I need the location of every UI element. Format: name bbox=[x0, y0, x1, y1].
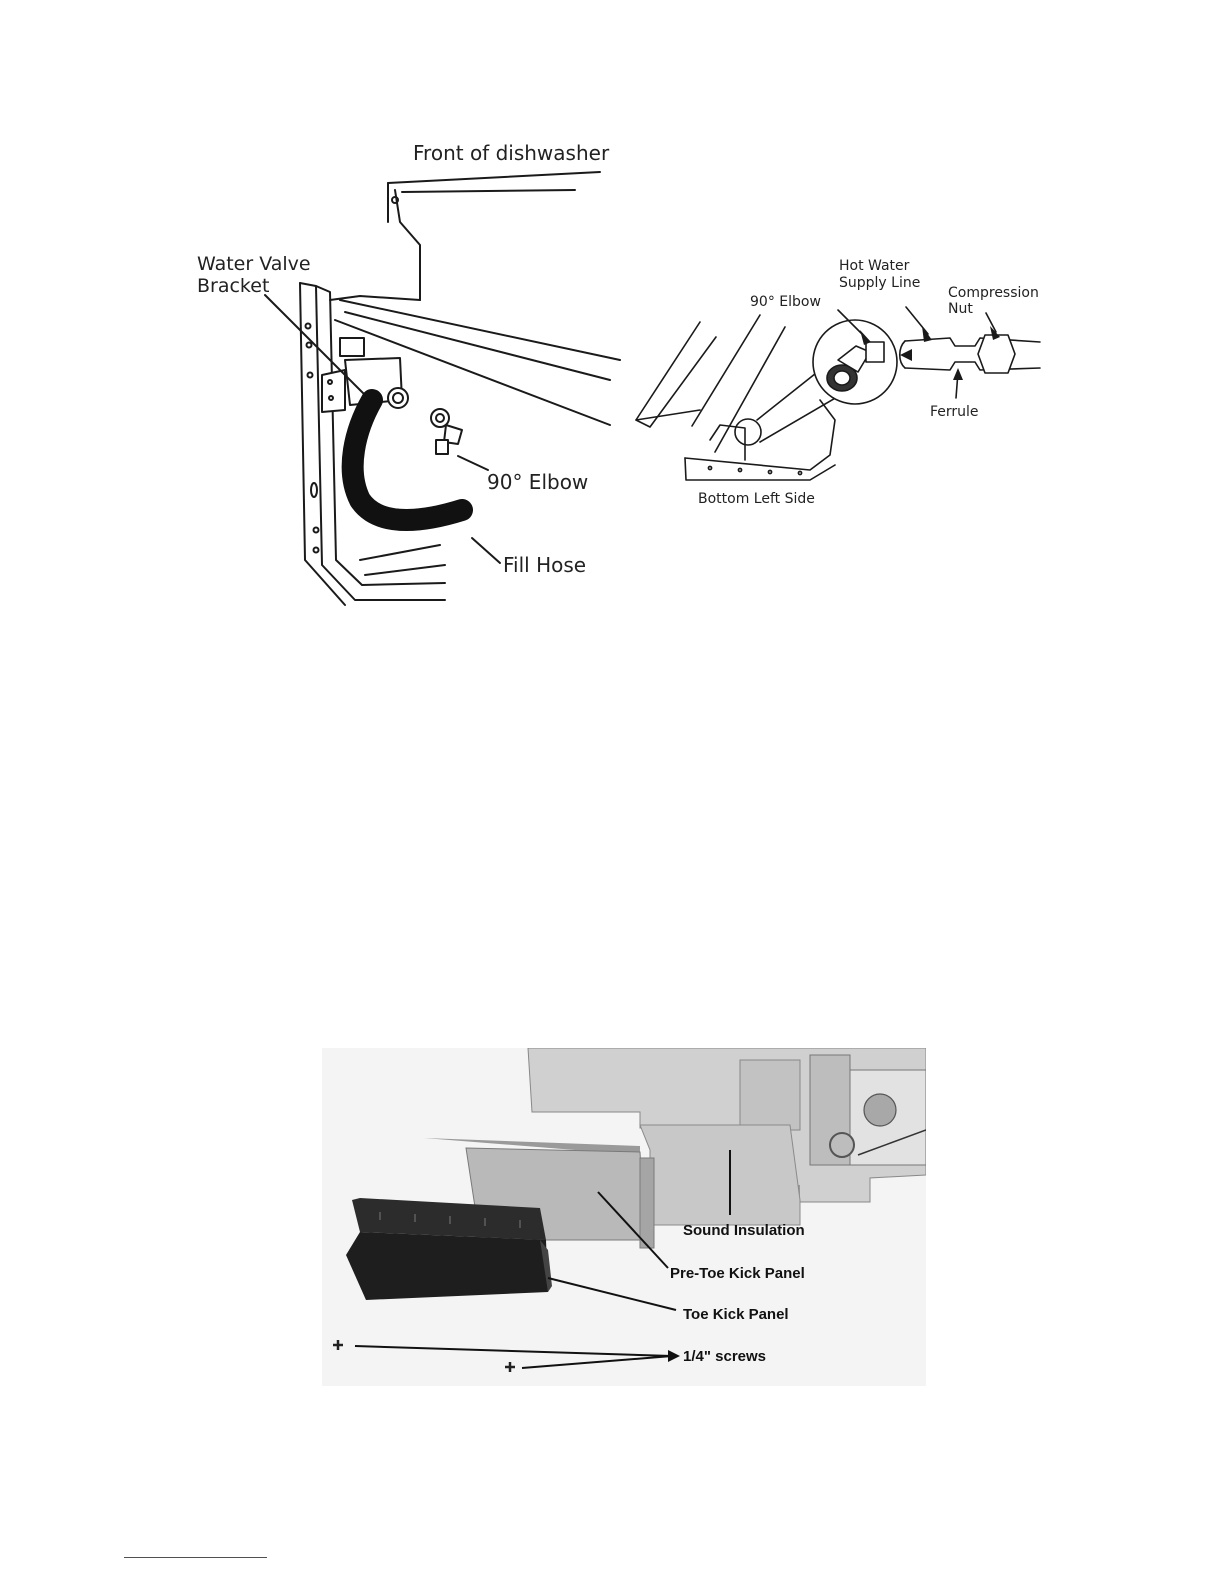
label-compression-2: Nut bbox=[948, 301, 973, 317]
label-hot-water-1: Hot Water bbox=[839, 258, 910, 274]
toe-kick-diagram: Sound Insulation Pre-Toe Kick Panel Toe … bbox=[322, 1048, 926, 1386]
label-fill-hose: Fill Hose bbox=[503, 553, 586, 577]
label-90-elbow-right: 90° Elbow bbox=[750, 294, 821, 310]
label-pre-toe-kick-panel: Pre-Toe Kick Panel bbox=[670, 1265, 805, 1282]
label-bottom-left-side: Bottom Left Side bbox=[698, 491, 815, 507]
label-water-valve-bracket-1: Water Valve bbox=[197, 253, 311, 275]
label-quarter-inch-screws: 1/4" screws bbox=[683, 1348, 766, 1365]
label-sound-insulation: Sound Insulation bbox=[683, 1222, 805, 1239]
water-connection-diagram: Front of dishwasher Water Valve Bracket … bbox=[180, 130, 1060, 610]
label-hot-water-2: Supply Line bbox=[839, 275, 920, 291]
label-toe-kick-panel: Toe Kick Panel bbox=[683, 1306, 789, 1323]
footer-link-rule bbox=[124, 1557, 267, 1558]
label-front-of-dishwasher: Front of dishwasher bbox=[413, 141, 610, 165]
label-90-elbow-left: 90° Elbow bbox=[487, 470, 588, 494]
label-compression-1: Compression bbox=[948, 285, 1039, 301]
label-ferrule: Ferrule bbox=[930, 404, 979, 420]
label-water-valve-bracket-2: Bracket bbox=[197, 275, 269, 297]
